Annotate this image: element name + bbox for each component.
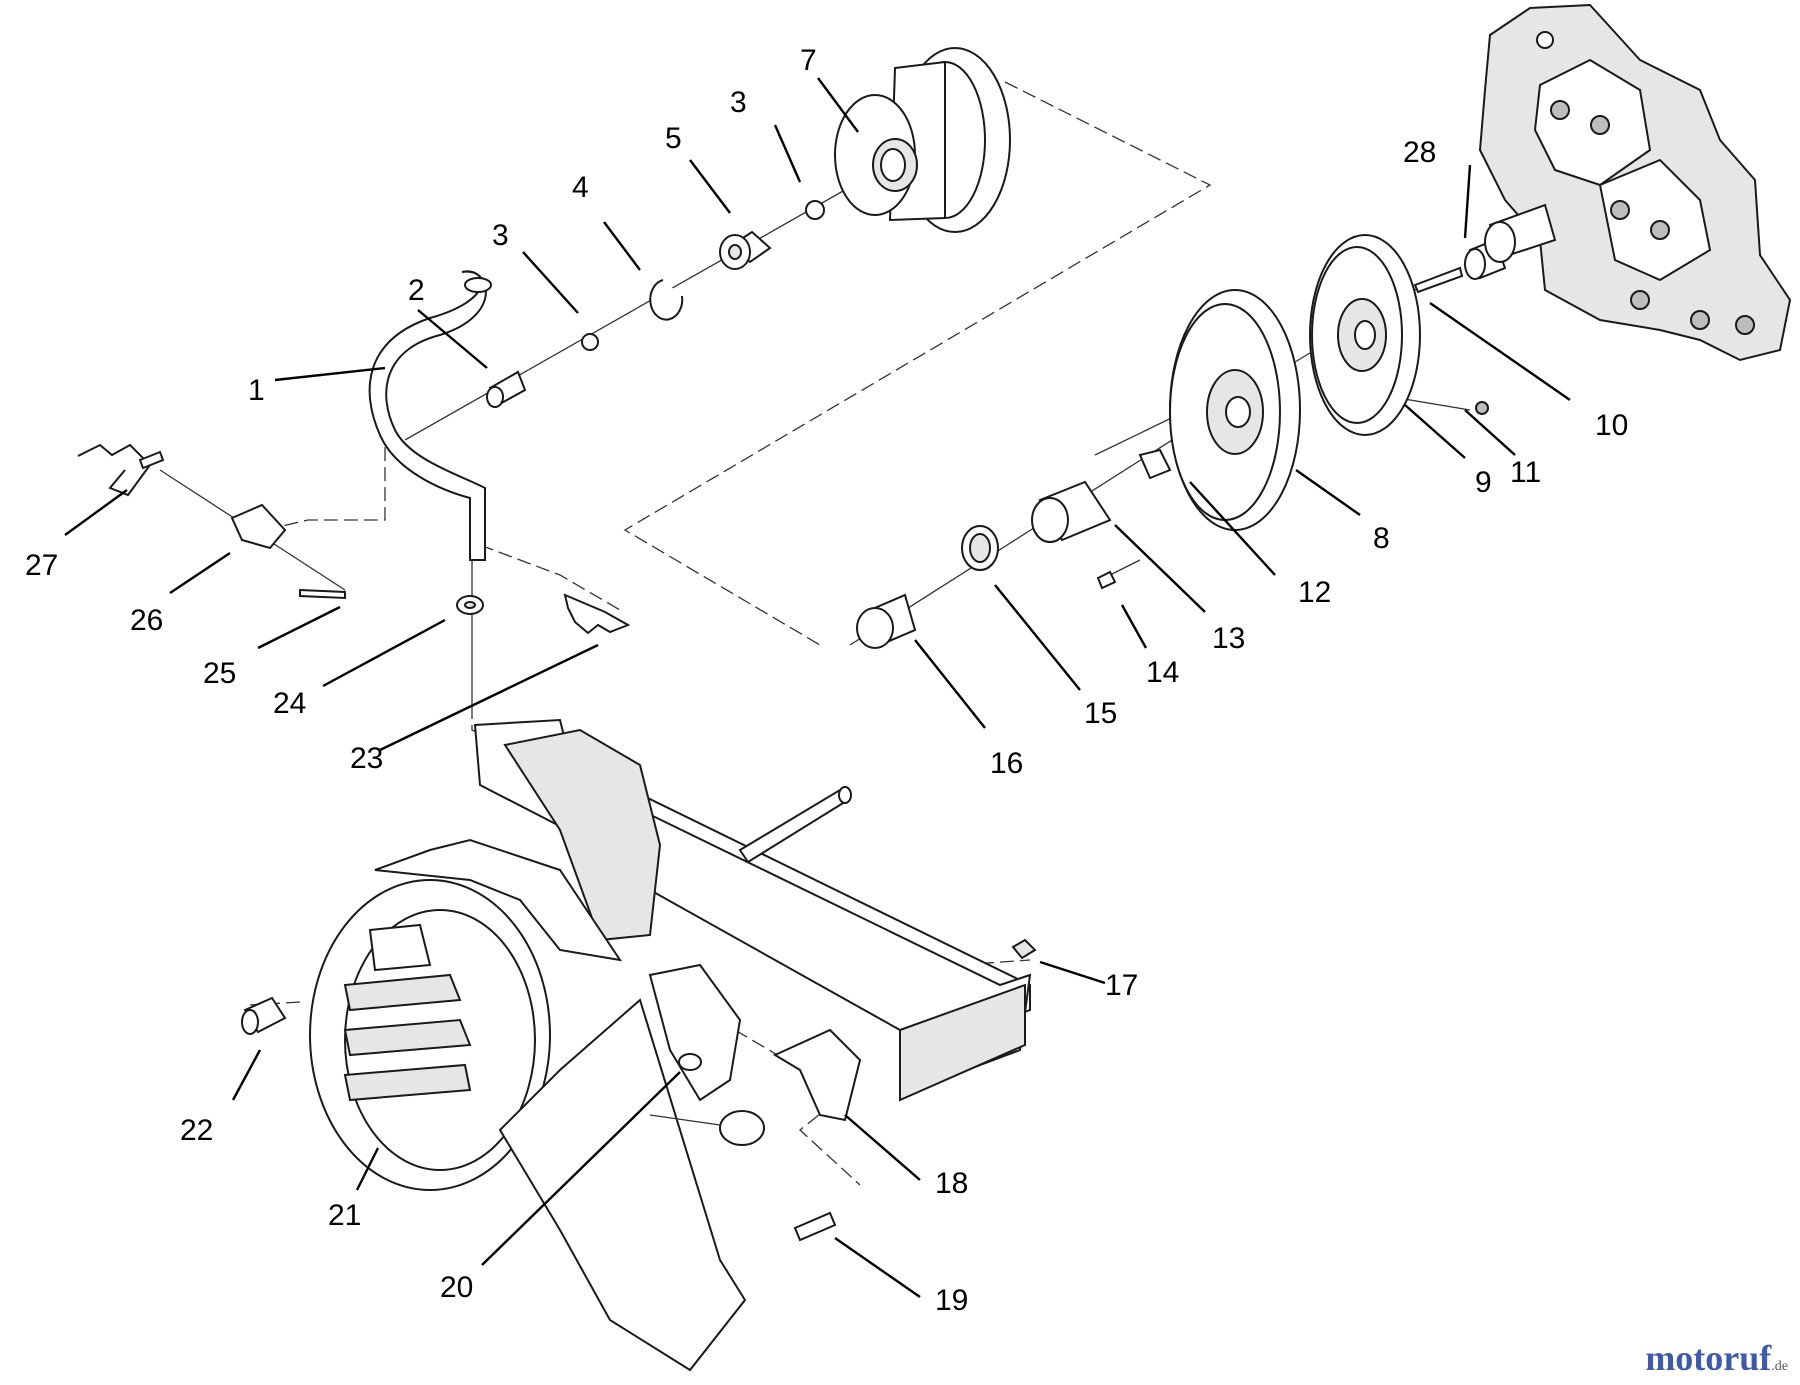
leader-lines: [64, 77, 1571, 1298]
callout-22: 22: [180, 1114, 213, 1147]
idler-arm-1: [368, 270, 487, 561]
callout-15: 15: [1084, 697, 1117, 730]
nut-17: [1011, 938, 1037, 960]
discharge-chute: [498, 998, 747, 1372]
clip-12: [1138, 448, 1172, 480]
bolt-19: [793, 1211, 837, 1242]
retaining-ring-3-upper: [805, 200, 825, 220]
retaining-ring-3-lower: [581, 333, 599, 351]
bushing-2: [486, 370, 527, 408]
blower-housing-21: [309, 838, 623, 1191]
callout-3-lower: 3: [492, 219, 509, 252]
callout-7: 7: [800, 44, 817, 77]
screw-14: [1096, 570, 1117, 590]
callout-12: 12: [1298, 576, 1331, 609]
snap-ring-4: [649, 279, 684, 321]
ring-15: [961, 525, 999, 571]
sleeve-16: [856, 593, 917, 649]
motoruf-watermark: motoruf.de: [1645, 1337, 1788, 1379]
watermark-main: motoruf: [1645, 1338, 1772, 1378]
callout-28: 28: [1403, 136, 1436, 169]
callout-19: 19: [935, 1284, 968, 1317]
callout-3-upper: 3: [730, 86, 747, 119]
pulley-9: [1309, 234, 1421, 436]
callout-21: 21: [328, 1199, 361, 1232]
key-10: [1413, 266, 1464, 294]
transmission-housing: [1478, 3, 1792, 362]
callout-25: 25: [203, 657, 236, 690]
callout-17: 17: [1105, 969, 1138, 1002]
callout-14: 14: [1146, 656, 1179, 689]
bearing-5: [719, 230, 772, 270]
linkage-parts: [77, 443, 631, 635]
callout-1: 1: [248, 374, 265, 407]
pulley-8: [1169, 289, 1301, 531]
callout-11: 11: [1510, 456, 1541, 489]
callout-9: 9: [1475, 466, 1492, 499]
callout-5: 5: [665, 122, 682, 155]
spring-27: [77, 443, 152, 497]
callout-16: 16: [990, 747, 1023, 780]
callout-24: 24: [273, 687, 306, 720]
callout-labels: 1 2 3 4 5 3 7 28 10 11 9 8 12 13 14 15 1…: [25, 44, 1628, 1317]
hub-13: [1031, 480, 1112, 543]
mount-bracket-20: [648, 963, 742, 1102]
watermark-tld: .de: [1771, 1359, 1788, 1374]
callout-10: 10: [1595, 409, 1628, 442]
callout-2: 2: [408, 274, 425, 307]
callout-26: 26: [130, 604, 163, 637]
bracket-26: [230, 503, 287, 550]
callout-23: 23: [350, 742, 383, 775]
callout-18: 18: [935, 1167, 968, 1200]
callout-4: 4: [572, 171, 589, 204]
idler-assembly: [368, 47, 1011, 561]
washer-24: [456, 595, 484, 615]
callout-20: 20: [440, 1271, 473, 1304]
knob-22: [241, 996, 287, 1035]
pin-25: [299, 588, 346, 600]
callout-8: 8: [1373, 522, 1390, 555]
cap: [719, 1110, 765, 1146]
shield-23: [563, 593, 631, 635]
bracket-18: [772, 1028, 862, 1122]
pulley-7: [834, 47, 1011, 233]
nut-11: [1475, 401, 1489, 415]
callout-13: 13: [1212, 622, 1245, 655]
callout-27: 27: [25, 549, 58, 582]
frame-assembly: [241, 718, 1037, 1372]
pulley-assembly: [856, 234, 1507, 649]
